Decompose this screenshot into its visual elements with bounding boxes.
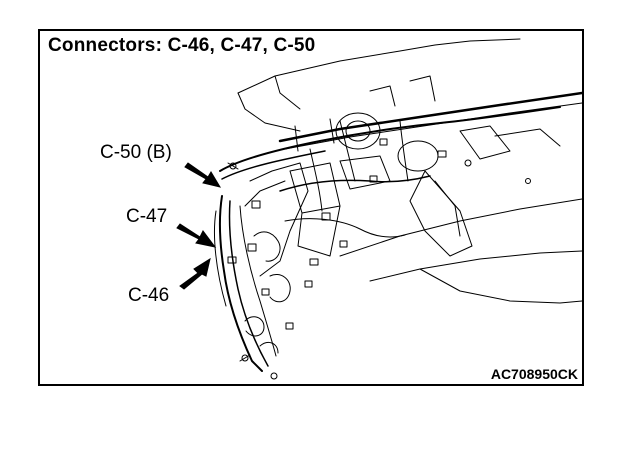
figure-code: AC708950CK [490, 366, 578, 382]
diagram-title: Connectors: C-46, C-47, C-50 [48, 35, 316, 56]
diagram-frame: Connectors: C-46, C-47, C-50 C-50 (B) C-… [38, 29, 584, 386]
callout-c-47: C-47 [126, 206, 168, 227]
callout-c-50-b: C-50 (B) [100, 142, 172, 163]
callout-c-46: C-46 [128, 285, 170, 306]
dashboard-harness-illustration [176, 38, 582, 380]
